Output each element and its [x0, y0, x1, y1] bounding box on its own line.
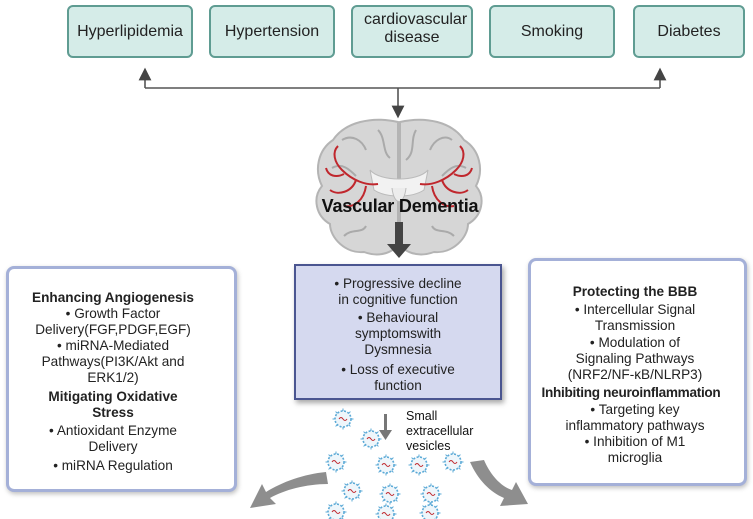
panel-line: Signaling Pathways — [575, 351, 695, 366]
extracellular-vesicles — [325, 408, 464, 519]
risk-factor-label: Hyperlipidemia — [77, 22, 183, 40]
panel-line: Pathways(PI3K/Akt and — [41, 354, 185, 369]
vesicle-label-line: Small — [406, 409, 438, 423]
risk-factor-label: Diabetes — [657, 22, 721, 40]
vesicle — [420, 483, 442, 505]
symptoms-box: • Progressive decline in cognitive funct… — [294, 264, 502, 400]
vesicle — [325, 451, 347, 473]
symptom-line: function — [374, 378, 422, 393]
vesicle — [379, 483, 401, 505]
disease-label: Vascular Dementia — [321, 196, 479, 216]
vesicle-label: Small extracellular vesicles — [406, 409, 473, 454]
risk-factor-hypertension: Hypertension — [209, 5, 335, 58]
panel-heading: Enhancing Angiogenesis — [32, 290, 194, 305]
brain-illustration — [315, 118, 483, 256]
panel-line: Transmission — [594, 318, 676, 333]
risk-factor-label: Smoking — [520, 22, 584, 40]
vesicle — [332, 408, 354, 430]
vesicle — [325, 501, 347, 519]
vesicle — [419, 502, 441, 519]
panel-line: • Intercellular Signal — [574, 302, 696, 317]
risk-factor-hyperlipidemia: Hyperlipidemia — [67, 5, 193, 58]
symptom-line: in cognitive function — [338, 292, 458, 307]
curved-arrow-right — [470, 460, 528, 506]
blood-vessels — [325, 145, 473, 208]
panel-heading: Inhibiting neuroinflammation — [541, 385, 721, 400]
vesicle-label-line: vesicles — [406, 439, 451, 453]
symptom-line: • Behavioural — [357, 310, 439, 325]
vesicle — [375, 454, 397, 476]
risk-factor-label: cardiovascular disease — [364, 10, 468, 46]
panel-line: • miRNA Regulation — [53, 458, 173, 473]
vesicle — [360, 428, 382, 450]
panel-line: inflammatory pathways — [565, 418, 705, 433]
vesicle-label-line: extracellular — [406, 424, 474, 438]
down-arrow-to-vesicles — [379, 414, 392, 440]
panel-line: • Inhibition of M1 — [584, 434, 686, 449]
panel-heading: Mitigating Oxidative — [48, 389, 178, 404]
panel-line: (NRF2/NF-κB/NLRP3) — [567, 367, 703, 382]
vesicle — [442, 451, 464, 473]
risk-connector — [138, 67, 667, 119]
panel-line: • Modulation of — [589, 335, 681, 350]
left-mechanism-panel: Enhancing Angiogenesis • Growth Factor D… — [6, 266, 237, 492]
panel-line: Delivery(FGF,PDGF,EGF) — [35, 322, 191, 337]
vesicle — [408, 454, 430, 476]
panel-line: • Growth Factor — [65, 306, 161, 321]
panel-heading: Stress — [92, 405, 134, 420]
down-arrow-to-symptoms — [387, 222, 411, 258]
symptom-line: • Progressive decline — [334, 276, 462, 291]
right-mechanism-panel: Protecting the BBB • Intercellular Signa… — [528, 258, 747, 486]
vesicle — [341, 480, 363, 502]
panel-line: • Antioxidant Enzyme — [49, 423, 177, 438]
panel-line: Delivery — [88, 439, 138, 454]
curved-arrow-left — [250, 472, 328, 508]
risk-factor-smoking: Smoking — [489, 5, 615, 58]
panel-line: • miRNA-Mediated — [56, 338, 170, 353]
risk-factor-label: Hypertension — [224, 22, 320, 40]
panel-line: • Targeting key — [590, 402, 680, 417]
risk-factor-diabetes: Diabetes — [633, 5, 745, 58]
symptom-line: Dysmnesia — [364, 342, 432, 357]
risk-factor-cardiovascular-disease: cardiovascular disease — [351, 5, 473, 58]
panel-heading: Protecting the BBB — [572, 284, 698, 299]
vesicle — [375, 503, 397, 519]
panel-line: ERK1/2) — [87, 370, 139, 385]
symptom-line: • Loss of executive — [341, 362, 455, 377]
panel-line: microglia — [607, 450, 663, 465]
symptom-line: symptomswith — [354, 326, 442, 341]
